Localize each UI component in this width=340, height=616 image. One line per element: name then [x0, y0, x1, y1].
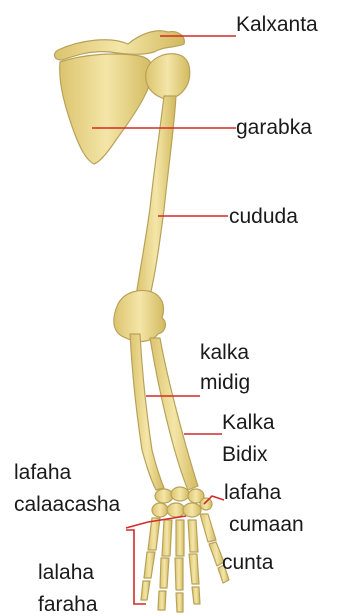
label-phalanges-line2: faraha	[38, 594, 98, 615]
label-metacarpals-line1: lafaha	[224, 482, 281, 503]
phalanx-bones	[141, 542, 229, 612]
label-ulna-line2: midig	[200, 372, 250, 393]
label-clavicle: Kalxanta	[236, 14, 318, 35]
label-phalanges-line1: lalaha	[38, 562, 94, 583]
carpal-bones	[152, 487, 212, 517]
scapula-bone	[60, 54, 154, 164]
label-radius-line1: Kalka	[222, 412, 275, 433]
label-metacarpals-line2: cumaan	[229, 514, 304, 535]
label-metacarpals-line3: cunta	[222, 552, 273, 573]
label-radius-line2: Bidix	[222, 444, 268, 465]
label-carpals-line2: calaacasha	[14, 494, 120, 515]
label-ulna-line1: kalka	[200, 342, 249, 363]
label-humerus: cududa	[229, 206, 298, 227]
label-carpals-line1: lafaha	[14, 462, 71, 483]
label-scapula: garabka	[236, 117, 312, 138]
humerus-bone	[136, 96, 176, 296]
humerus-head	[146, 54, 190, 99]
